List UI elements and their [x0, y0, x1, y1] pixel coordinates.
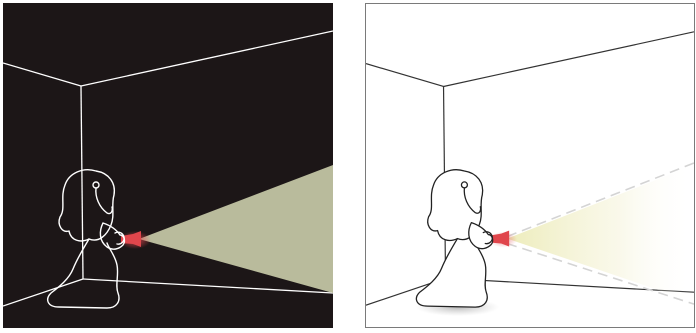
girl-ear — [461, 182, 467, 188]
lit-room-panel — [365, 3, 695, 328]
ceiling-right-edge — [444, 32, 694, 87]
dark-room-panel — [3, 3, 333, 328]
girl-ear — [93, 182, 99, 188]
ceiling-right-edge — [81, 31, 333, 86]
floor-left-edge — [3, 279, 83, 306]
girl-face — [96, 188, 112, 214]
ceiling-left-edge — [3, 63, 81, 86]
ceiling-left-edge — [366, 64, 444, 87]
lit-room-drawing — [366, 4, 694, 327]
flashlight-beam — [139, 165, 333, 293]
dark-room-drawing — [3, 3, 333, 328]
girl-body — [416, 239, 487, 308]
girl-hair — [59, 170, 114, 241]
flashlight-beam — [507, 165, 694, 302]
girl-figure — [416, 170, 492, 307]
